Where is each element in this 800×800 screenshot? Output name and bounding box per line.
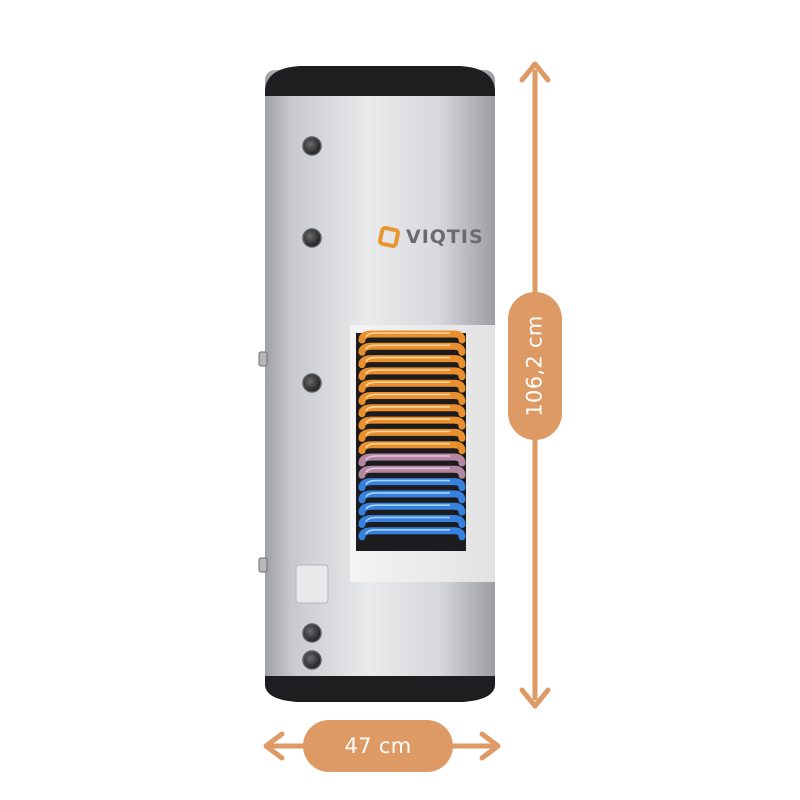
coil-loop bbox=[358, 527, 466, 541]
coil-highlight bbox=[365, 479, 450, 486]
coil-highlight bbox=[365, 516, 450, 522]
pipe-port bbox=[302, 373, 322, 393]
brand-name: VIQTIS bbox=[406, 226, 484, 248]
pipe-port bbox=[302, 228, 322, 248]
viqtis-logo-icon bbox=[378, 226, 400, 248]
coil-highlight bbox=[365, 418, 450, 424]
coil-loop bbox=[358, 502, 466, 516]
side-sensor-upper bbox=[258, 351, 268, 367]
pipe-connections bbox=[302, 136, 322, 670]
water-tank bbox=[258, 66, 495, 702]
coil-loop bbox=[358, 515, 466, 528]
coil-highlight bbox=[365, 467, 450, 473]
coil-highlight bbox=[365, 344, 450, 350]
coil-highlight bbox=[365, 430, 450, 436]
coil-highlight bbox=[365, 356, 450, 363]
coil-loop bbox=[358, 441, 466, 455]
coil-loop bbox=[358, 416, 466, 430]
coil-loop bbox=[358, 379, 466, 393]
coil-highlight bbox=[365, 492, 450, 498]
coil-highlight bbox=[365, 455, 450, 461]
coil-loop bbox=[358, 342, 466, 356]
coil-loop bbox=[358, 367, 466, 381]
tank-bottom-cap bbox=[265, 676, 495, 702]
coil-highlight bbox=[365, 393, 450, 399]
width-value: 47 cm bbox=[344, 734, 412, 758]
width-dimension-label: 47 cm bbox=[303, 720, 453, 772]
coil-highlight bbox=[365, 442, 450, 449]
height-dimension-label: 106,2 cm bbox=[508, 292, 562, 440]
coil-loop bbox=[358, 428, 466, 442]
coil-loop bbox=[358, 355, 466, 369]
coil-highlight bbox=[365, 529, 450, 535]
tank-top-cap bbox=[265, 66, 495, 96]
coil-highlight bbox=[365, 504, 450, 510]
coil-highlight bbox=[365, 332, 450, 338]
control-box bbox=[295, 564, 329, 604]
side-sensor-lower bbox=[258, 557, 268, 573]
coil-loop bbox=[358, 465, 466, 479]
brand-logo: VIQTIS bbox=[378, 226, 484, 248]
coil-highlight bbox=[365, 369, 450, 375]
heat-exchanger-coil bbox=[358, 330, 466, 541]
pipe-port bbox=[302, 650, 322, 670]
height-value: 106,2 cm bbox=[523, 315, 548, 417]
coil-highlight bbox=[365, 406, 450, 412]
coil-loop bbox=[358, 330, 466, 344]
coil-cutaway bbox=[350, 325, 495, 582]
pipe-port bbox=[302, 623, 322, 643]
coil-loop bbox=[358, 404, 466, 418]
pipe-port bbox=[302, 136, 322, 156]
coil-loop bbox=[358, 392, 466, 405]
coil-loop bbox=[358, 490, 466, 504]
coil-highlight bbox=[365, 381, 450, 387]
coil-loop bbox=[358, 453, 466, 467]
coil-loop bbox=[358, 478, 466, 492]
